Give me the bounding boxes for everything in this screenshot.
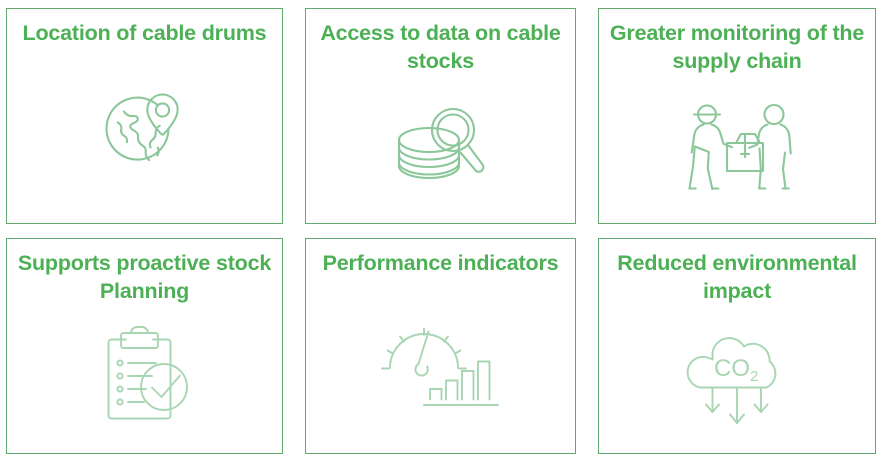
card-greater-monitoring-of-the-supply-chain[interactable]: Greater monitoring of the supply chain bbox=[598, 8, 876, 224]
card-icon-container: CO2 bbox=[609, 308, 865, 445]
card-title: Greater monitoring of the supply chain bbox=[609, 21, 865, 73]
co2-cloud-down-arrows-icon: CO2 bbox=[682, 324, 792, 428]
cable-drum-magnifier-icon bbox=[385, 94, 497, 198]
card-title: Reduced environmental impact bbox=[617, 251, 857, 303]
card-supports-proactive-stock-planning[interactable]: Supports proactive stock Planning bbox=[6, 238, 283, 454]
card-icon-container bbox=[316, 78, 565, 215]
card-icon-container bbox=[17, 308, 272, 445]
co2-label: CO2 bbox=[714, 355, 758, 385]
card-title: Access to data on cable stocks bbox=[320, 21, 561, 73]
gauge-bar-chart-icon bbox=[380, 313, 502, 411]
clipboard-checkmark-icon bbox=[93, 325, 197, 427]
card-title: Supports proactive stock Planning bbox=[17, 251, 272, 303]
card-location-of-cable-drums[interactable]: Location of cable drums bbox=[6, 8, 283, 224]
card-title: Location of cable drums bbox=[22, 21, 267, 45]
two-workers-carrying-box-icon bbox=[681, 94, 793, 198]
card-performance-indicators[interactable]: Performance indicators bbox=[305, 238, 576, 454]
globe-location-pin-icon bbox=[93, 79, 197, 185]
card-icon-container bbox=[17, 50, 272, 215]
card-access-to-data-on-cable-stocks[interactable]: Access to data on cable stocks bbox=[305, 8, 576, 224]
card-title: Performance indicators bbox=[322, 251, 559, 275]
card-reduced-environmental-impact[interactable]: Reduced environmental impact bbox=[598, 238, 876, 454]
card-icon-container bbox=[316, 280, 565, 445]
card-icon-container bbox=[609, 78, 865, 215]
